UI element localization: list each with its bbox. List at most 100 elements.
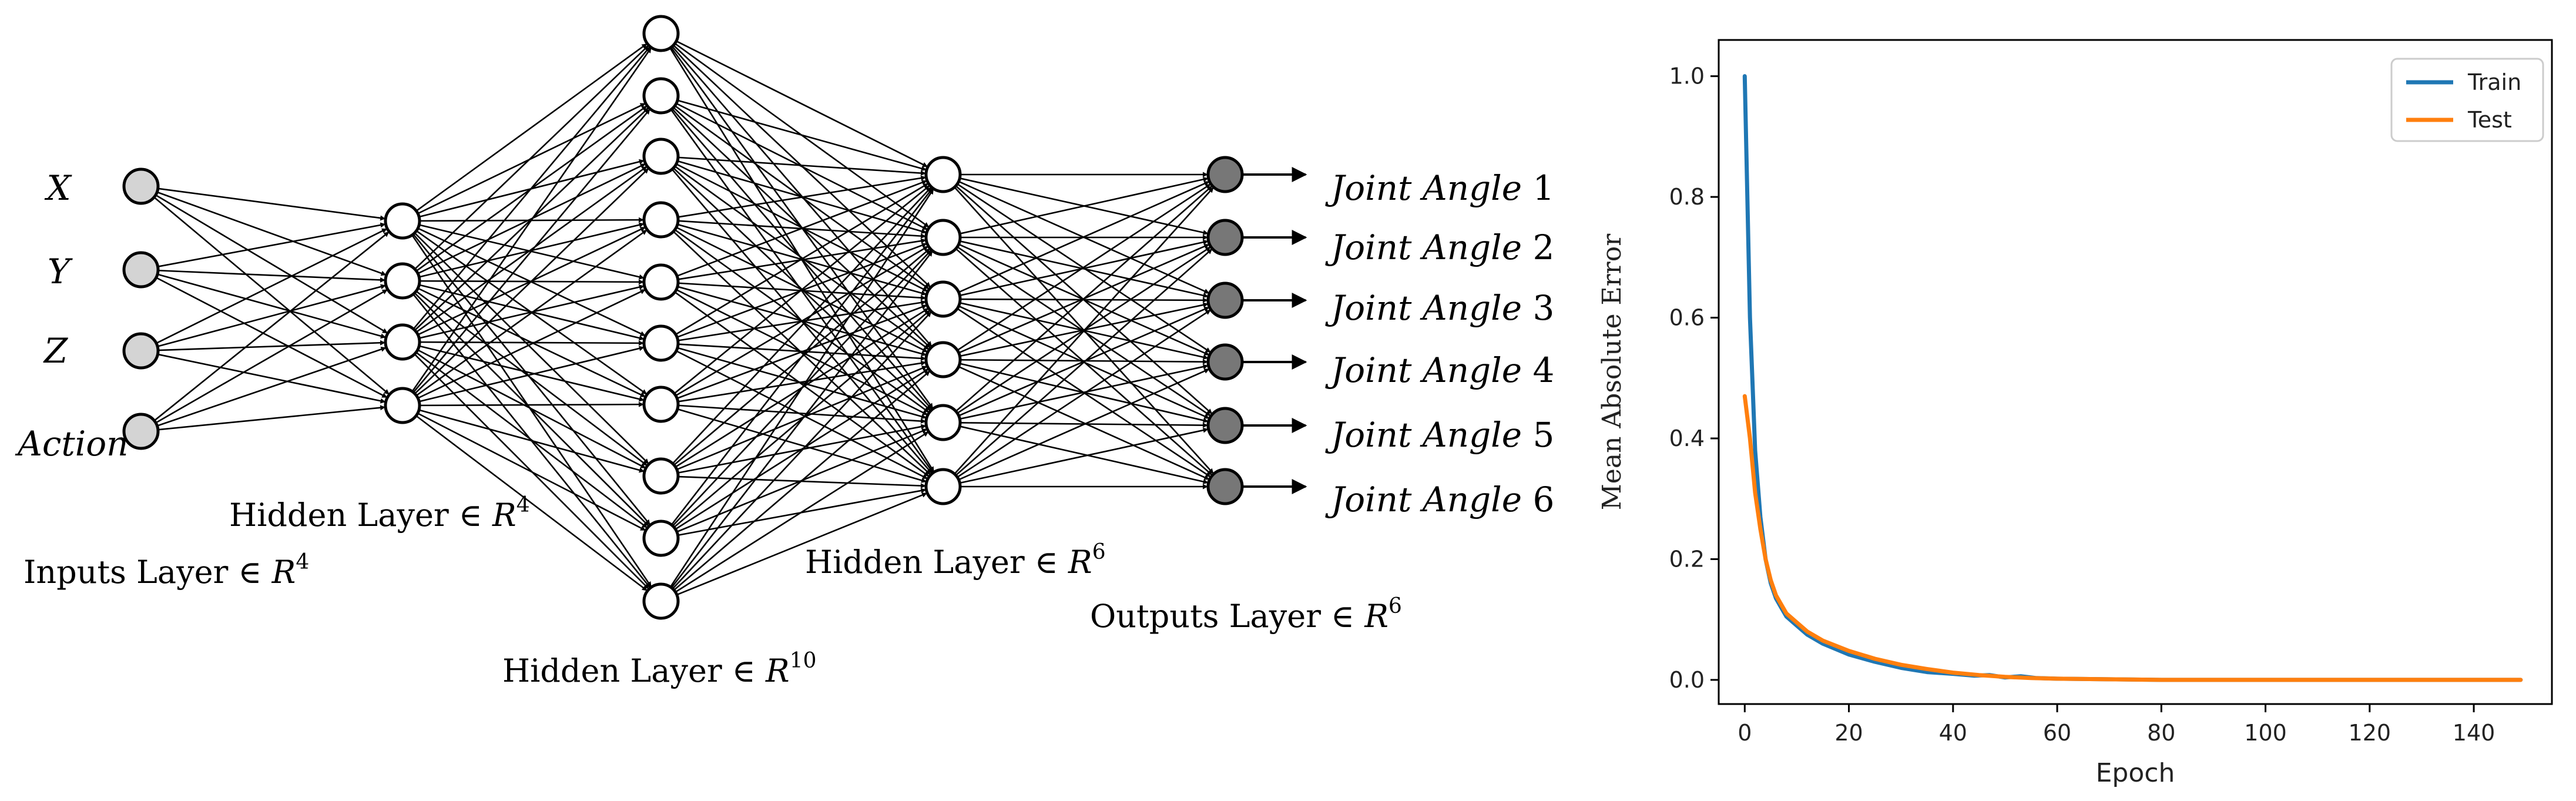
edge-l0-n2-to-n0 xyxy=(156,228,387,344)
output-label-1: Joint Angle 1 xyxy=(1325,168,1554,208)
y-tick-label: 0.6 xyxy=(1669,305,1705,331)
edge-l0-n1-to-n2 xyxy=(157,273,386,339)
layer-label-space: R xyxy=(492,497,516,534)
edge-l2-n8-to-n0 xyxy=(670,187,933,525)
edge-l3-n5-to-n2 xyxy=(957,309,1211,478)
layer-label-space: R xyxy=(1068,544,1092,581)
edge-l0-n0-to-n2 xyxy=(155,194,388,334)
layer-label-3: Hidden Layer ∈ R10 xyxy=(502,649,817,689)
x-tick-label: 80 xyxy=(2147,720,2175,746)
layer2-node-6 xyxy=(642,324,680,362)
edge-l0-n2-to-n2 xyxy=(157,340,385,351)
layer-label-2: Hidden Layer ∈ R4 xyxy=(229,493,530,534)
edge-l3-n5-to-n1 xyxy=(955,248,1213,476)
edge-l1-n1-to-n7 xyxy=(415,290,648,466)
edge-l3-n5-to-n3 xyxy=(958,368,1210,481)
layer2-node-8 xyxy=(642,457,680,495)
edge-l3-n5-to-n0 xyxy=(954,187,1214,475)
layer-label-space: R xyxy=(765,652,790,689)
edge-l2-n5-to-n0 xyxy=(675,183,929,336)
input-label-z: Z xyxy=(43,331,69,371)
layer-label-dimension: 4 xyxy=(516,493,530,517)
output-label-number: 4 xyxy=(1522,350,1554,390)
output-label-name: Joint Angle xyxy=(1325,288,1522,328)
series-line-train xyxy=(1742,74,2523,682)
layer3-node-2 xyxy=(924,219,962,256)
x-tick-label: 140 xyxy=(2453,720,2496,746)
layer-label-space: R xyxy=(1364,598,1388,635)
output-label-5: Joint Angle 5 xyxy=(1325,415,1554,455)
x-tick-label: 120 xyxy=(2349,720,2391,746)
edge-l1-n0-to-n7 xyxy=(414,232,649,464)
legend-label-test: Test xyxy=(2467,107,2512,133)
layer-label-dimension: 6 xyxy=(1388,594,1402,618)
edge-l0-n2-to-n1 xyxy=(157,284,386,347)
output-label-6: Joint Angle 6 xyxy=(1325,480,1554,520)
series-line-test xyxy=(1742,394,2523,682)
edge-l1-n2-to-n7 xyxy=(417,349,646,469)
layer-label-space: R xyxy=(271,554,296,591)
edge-l2-n6-to-n2 xyxy=(676,304,927,400)
edge-l2-n9-to-n5 xyxy=(676,492,928,596)
layer2-node-5 xyxy=(642,263,680,301)
edge-l1-n2-to-n2 xyxy=(415,166,648,333)
edge-l3-n2-to-n1 xyxy=(960,239,1209,297)
layer3-node-1 xyxy=(924,156,962,193)
output-arrows xyxy=(1242,167,1307,494)
layer4-node-6 xyxy=(1206,468,1244,505)
layer0-node-4 xyxy=(122,413,160,450)
edge-l2-n9-to-n1 xyxy=(670,250,933,588)
legend-label-train: Train xyxy=(2467,69,2521,95)
edge-l1-n3-to-n4 xyxy=(417,289,646,399)
layer-label-dimension: 6 xyxy=(1092,540,1106,564)
edge-l1-n3-to-n3 xyxy=(415,229,648,397)
edge-l1-n3-to-n9 xyxy=(415,415,648,591)
edge-l2-n9-to-n2 xyxy=(672,311,932,589)
output-label-2: Joint Angle 2 xyxy=(1325,227,1554,267)
series-lines xyxy=(1742,74,2523,682)
edge-l2-n6-to-n4 xyxy=(677,404,926,424)
edge-l0-n3-to-n2 xyxy=(157,347,387,427)
input-label-x: X xyxy=(44,168,72,208)
edge-l1-n3-to-n7 xyxy=(418,409,645,473)
edge-l0-n3-to-n3 xyxy=(157,405,386,431)
edge-l2-n8-to-n3 xyxy=(675,368,929,530)
output-label-number: 6 xyxy=(1522,480,1554,520)
edge-l1-n0-to-n0 xyxy=(415,43,648,212)
edge-l0-n0-to-n0 xyxy=(157,187,386,221)
y-tick-label: 0.0 xyxy=(1669,667,1705,693)
layer3-node-4 xyxy=(924,341,962,378)
edge-l0-n2-to-n3 xyxy=(157,353,386,404)
layer-label-4: Hidden Layer ∈ R6 xyxy=(805,540,1106,581)
edge-l1-n2-to-n0 xyxy=(412,46,650,330)
connection-edges xyxy=(153,40,1214,596)
layer2-node-10 xyxy=(642,582,680,620)
output-label-number: 5 xyxy=(1522,415,1554,455)
output-label-3: Joint Angle 3 xyxy=(1325,288,1554,328)
edge-l0-n1-to-n0 xyxy=(157,222,386,267)
layer0-node-3 xyxy=(122,332,160,370)
edge-l3-n1-to-n0 xyxy=(960,176,1209,234)
edge-l3-n4-to-n3 xyxy=(960,364,1209,420)
layer2-node-9 xyxy=(642,520,680,557)
output-label-number: 3 xyxy=(1522,288,1554,328)
layer-label-text: Hidden Layer ∈ xyxy=(502,652,766,689)
layer1-node-4 xyxy=(384,387,421,424)
edge-l0-n3-to-n0 xyxy=(153,231,390,421)
layer2-node-2 xyxy=(642,77,680,115)
layer3-node-3 xyxy=(924,280,962,318)
edge-l3-n3-to-n0 xyxy=(957,183,1211,351)
layer2-node-3 xyxy=(642,138,680,175)
input-label-action: Action xyxy=(15,424,129,464)
edge-l3-n4-to-n0 xyxy=(955,185,1213,412)
output-label-4: Joint Angle 4 xyxy=(1325,350,1554,390)
edge-l1-n1-to-n0 xyxy=(414,45,649,270)
layer1-node-1 xyxy=(384,202,421,240)
network-nodes xyxy=(122,15,1244,620)
layer4-node-4 xyxy=(1206,343,1244,381)
